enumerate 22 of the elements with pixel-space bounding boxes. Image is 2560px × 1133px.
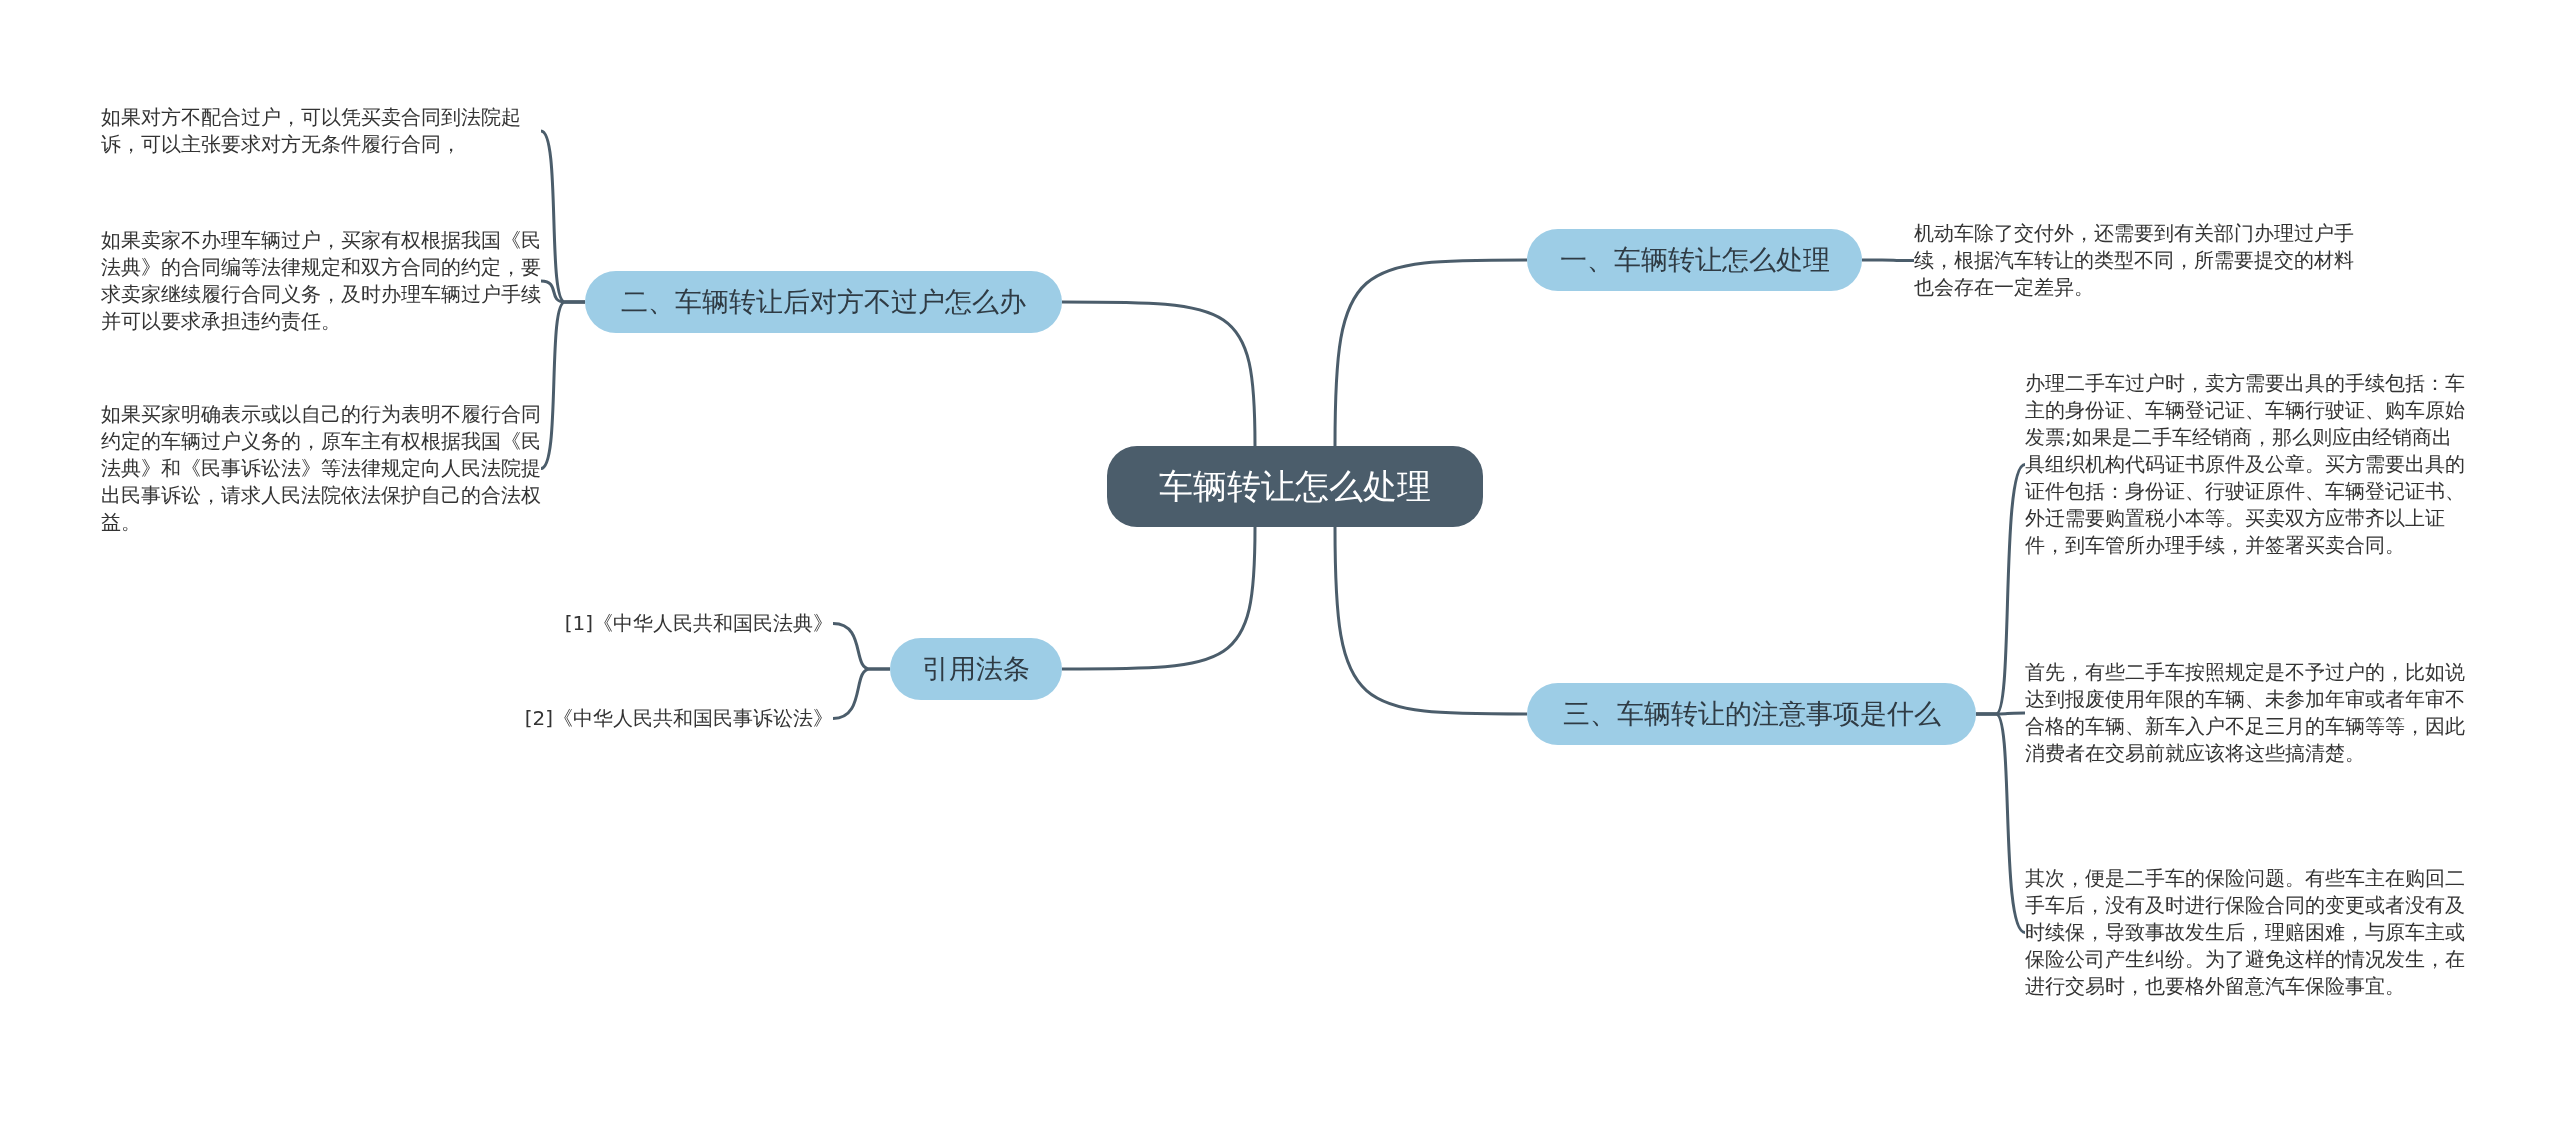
connector-line [1062, 300, 1257, 447]
connector-line [1333, 527, 1527, 716]
connector-line [832, 667, 890, 720]
branch-topic: 引用法条 [890, 638, 1062, 700]
leaf-text: [2]《中华人民共和国民事诉讼法》 [353, 705, 833, 732]
connector-line [1062, 526, 1257, 671]
connector-line [540, 300, 585, 470]
leaf-text: 办理二手车过户时，卖方需要出具的手续包括：车主的身份证、车辆登记证、车辆行驶证、购车原始发票;如果是二手车经销商，那么则应由经销商出具组织机构代码证书原件及公章。买方需要出具的证件包括：身份证、行驶证原件、车辆登记证书、外迁需要购置税小本等。买卖双方应带齐以上证件，到车管所办理手续，并签署买卖合同。 [2025, 370, 2465, 559]
leaf-text: 其次，便是二手车的保险问题。有些车主在购回二手车后，没有及时进行保险合同的变更或者没有及时续保，导致事故发生后，理赔困难，与原车主或保险公司产生纠纷。为了避免这样的情况发生，在进行交易时，也要格外留意汽车保险事宜。 [2025, 865, 2465, 1000]
connector-line [1976, 712, 2026, 934]
branch-topic: 二、车辆转让后对方不过户怎么办 [585, 271, 1062, 333]
connector-line [1333, 258, 1527, 446]
branch-topic: 三、车辆转让的注意事项是什么 [1527, 683, 1976, 745]
leaf-text: 如果卖家不办理车辆过户，买家有权根据我国《民法典》的合同编等法律规定和双方合同的约定，要求卖家继续履行合同义务，及时办理车辆过户手续并可以要求承担违约责任。 [101, 227, 541, 335]
branch-topic: 一、车辆转让怎么处理 [1527, 229, 1862, 291]
leaf-text: 如果对方不配合过户，可以凭买卖合同到法院起诉，可以主张要求对方无条件履行合同， [101, 104, 541, 158]
leaf-text: 首先，有些二手车按照规定是不予过户的，比如说达到报废使用年限的车辆、未参加年审或者年审不合格的车辆、新车入户不足三月的车辆等等，因此消费者在交易前就应该将这些搞清楚。 [2025, 659, 2465, 767]
leaf-text: 机动车除了交付外，还需要到有关部门办理过户手续，根据汽车转让的类型不同，所需要提交的材料也会存在一定差异。 [1914, 220, 2354, 301]
leaf-text: 如果买家明确表示或以自己的行为表明不履行合同约定的车辆过户义务的，原车主有权根据我国《民法典》和《民事诉讼法》等法律规定向人民法院提出民事诉讼，请求人民法院依法保护自己的合法权益。 [101, 401, 541, 536]
leaf-text: [1]《中华人民共和国民法典》 [353, 610, 833, 637]
central-topic: 车辆转让怎么处理 [1107, 446, 1483, 527]
connector-line [1862, 258, 1914, 262]
